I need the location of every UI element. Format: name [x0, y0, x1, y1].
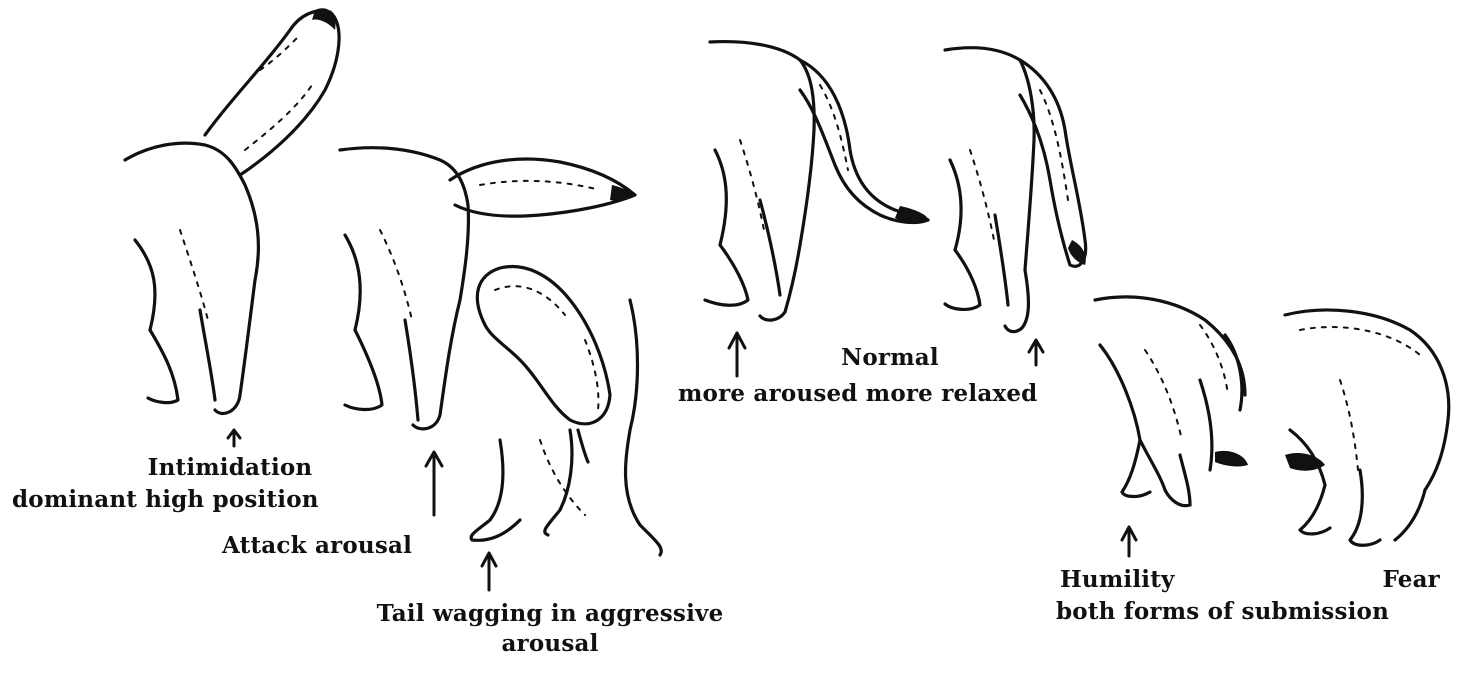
tucked-tail-tip	[1215, 451, 1248, 467]
body-back	[1095, 297, 1245, 395]
label-aroused-relaxed: more aroused more relaxed	[678, 380, 1037, 408]
label-tail-wagging-arousal: arousal	[330, 630, 770, 658]
label-tail-wagging: Tail wagging in aggressive	[330, 600, 770, 628]
label-normal: Normal	[790, 344, 990, 372]
arrow-more-aroused	[729, 333, 745, 376]
body-back	[125, 143, 258, 280]
tail-tip	[1068, 240, 1086, 265]
dog-tail-wagging	[471, 267, 661, 555]
leg-front	[945, 250, 980, 309]
leg-rear	[1350, 470, 1380, 545]
label-fear: Fear	[1330, 566, 1440, 594]
tail-horizontal	[450, 159, 635, 216]
arrow-attack	[426, 452, 442, 515]
arrow-more-relaxed	[1029, 340, 1043, 365]
leg-front	[471, 440, 520, 540]
leg-rear	[413, 300, 460, 429]
tail-low	[1225, 335, 1242, 410]
dog-normal-aroused	[705, 42, 928, 321]
leg-front	[345, 330, 382, 410]
arrow-intimidation	[228, 430, 240, 446]
dog-intimidation	[125, 8, 339, 413]
tail-raised	[205, 11, 339, 175]
leg-rear	[215, 280, 255, 414]
leg-front	[705, 245, 748, 305]
label-both-forms-of-submission: both forms of submission	[1056, 598, 1389, 626]
leg-front	[1300, 485, 1330, 534]
label-dominant-high-position: dominant high position	[12, 486, 319, 514]
dog-attack-arousal	[340, 148, 635, 429]
arrow-humility	[1122, 527, 1136, 556]
dog-humility	[1095, 297, 1248, 506]
arrow-tail-wagging	[482, 553, 496, 590]
leg-rear	[760, 245, 800, 320]
label-intimidation: Intimidation	[100, 454, 360, 482]
label-humility: Humility	[1060, 566, 1175, 594]
label-attack-arousal: Attack arousal	[222, 532, 412, 560]
dog-fear	[1285, 310, 1449, 545]
body-side	[626, 300, 662, 555]
leg-front	[148, 330, 178, 403]
tail-tip	[895, 206, 928, 222]
tail-hanging	[800, 60, 928, 222]
tail-tip	[312, 8, 336, 30]
leg-rear	[1165, 490, 1190, 506]
dog-normal-relaxed	[945, 48, 1086, 332]
